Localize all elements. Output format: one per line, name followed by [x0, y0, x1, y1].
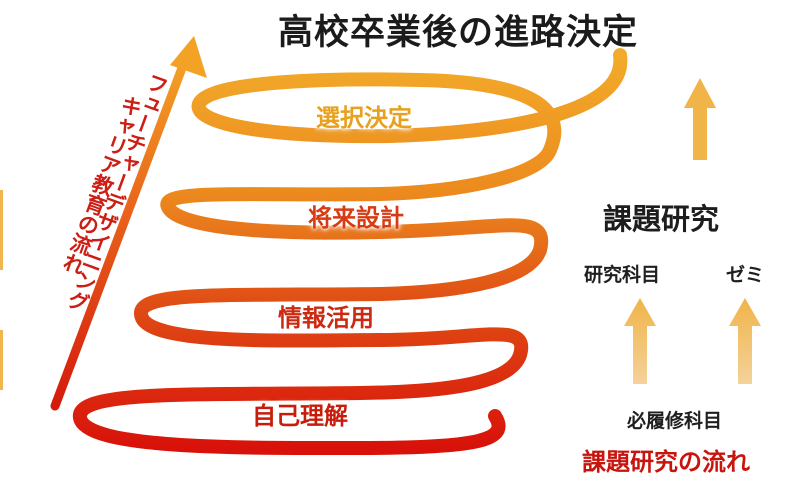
project-flow-label: 課題研究の流れ — [582, 448, 750, 476]
career-flow-arrow — [50, 36, 207, 411]
loop-label-self-understanding: 自己理解 — [252, 402, 348, 430]
loop-label-future-plan: 将来設計 — [308, 204, 404, 232]
loop-label-choice: 選択決定 — [316, 104, 412, 132]
edge-bar-top — [0, 190, 3, 270]
project-research-title: 課題研究 — [603, 202, 720, 236]
spiral — [73, 48, 628, 456]
research-subjects-label: 研究科目 — [584, 264, 661, 286]
loop-label-info-use: 情報活用 — [278, 304, 374, 332]
required-subjects-label: 必履修科目 — [627, 410, 723, 432]
top-up-arrow — [684, 78, 716, 160]
edge-bar-bottom — [0, 330, 3, 390]
seminar-label: ゼミ — [726, 264, 765, 286]
research-up-arrow — [624, 298, 656, 384]
seminar-up-arrow — [729, 298, 761, 384]
diagram-title: 高校卒業後の進路決定 — [278, 13, 639, 53]
